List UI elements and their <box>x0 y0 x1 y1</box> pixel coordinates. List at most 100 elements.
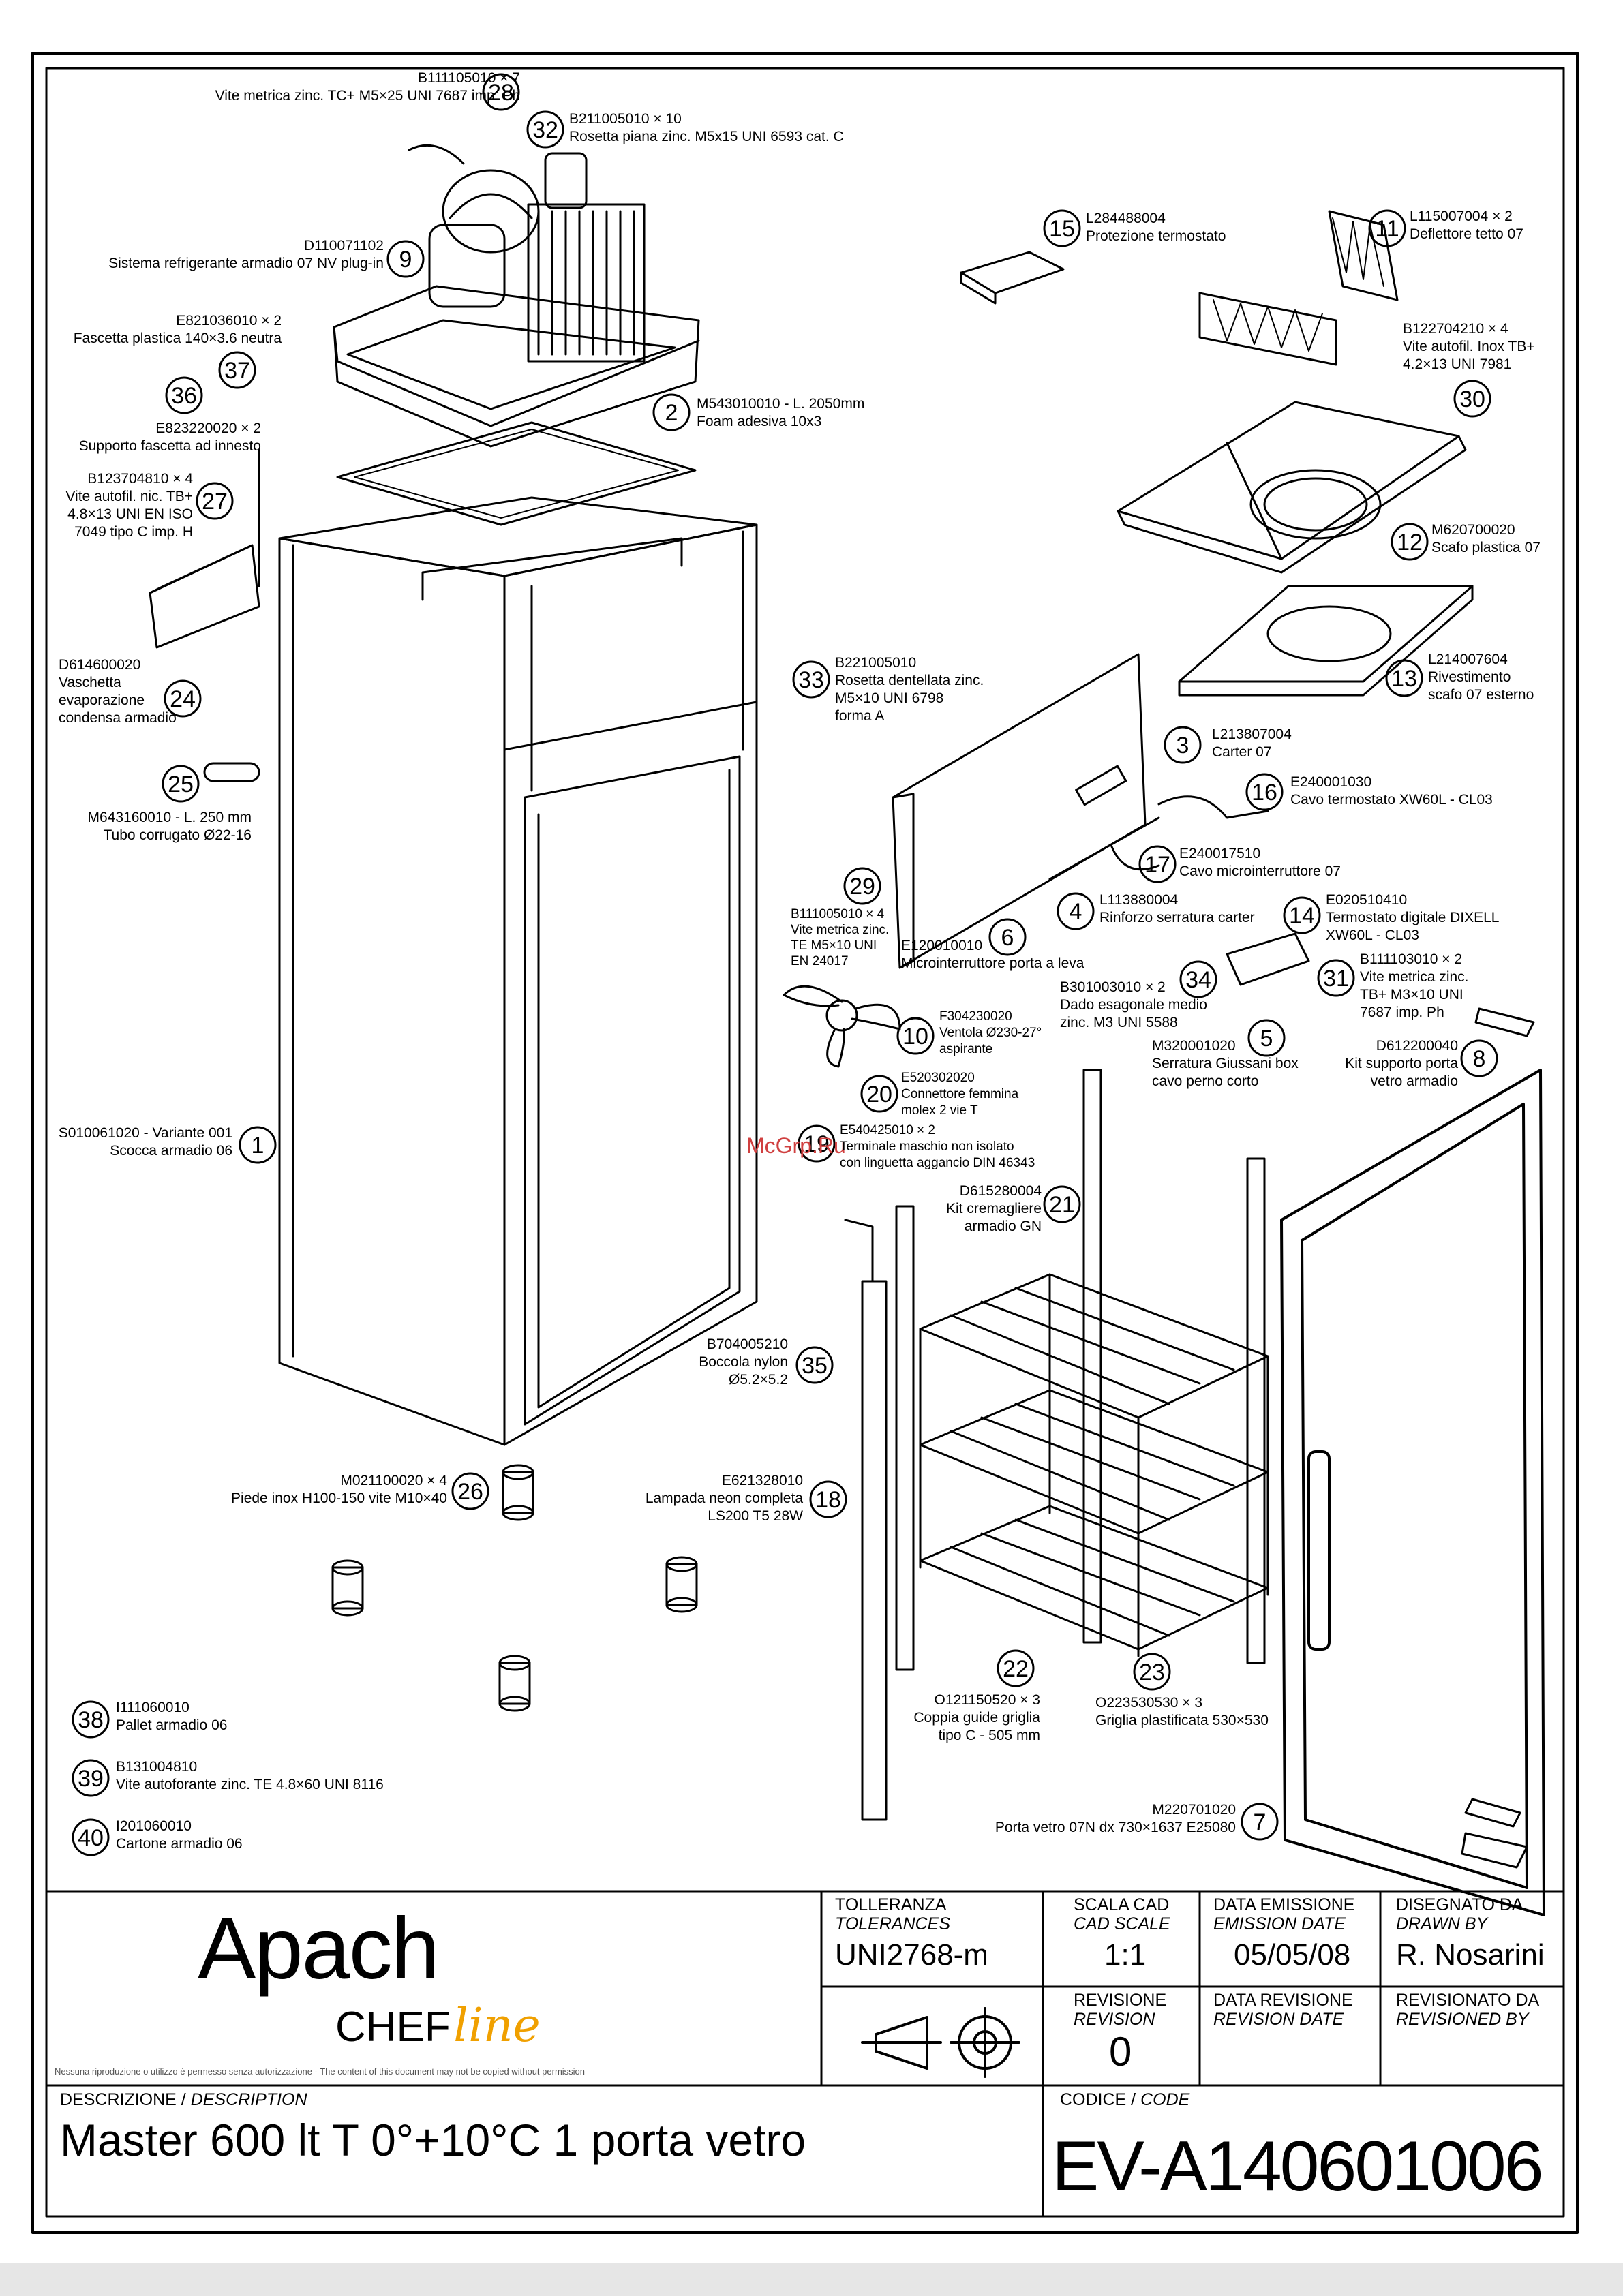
revision-value: 0 <box>1109 2029 1132 2075</box>
shelf-rack-drawing <box>919 1273 1269 1657</box>
svg-text:14: 14 <box>1289 903 1315 929</box>
svg-text:5: 5 <box>1260 1026 1273 1052</box>
svg-text:40: 40 <box>78 1825 104 1851</box>
svg-text:29: 29 <box>849 874 875 900</box>
title-block-grid <box>45 1890 1565 2218</box>
svg-text:34: 34 <box>1185 967 1211 993</box>
bottom-band <box>0 2263 1623 2296</box>
svg-text:2: 2 <box>665 400 678 426</box>
brand-sub: CHEF line <box>335 2002 541 2051</box>
svg-text:3: 3 <box>1177 733 1189 759</box>
carter-panel-drawing <box>892 653 1160 969</box>
neon-lamp-drawing <box>844 1219 888 1821</box>
scale-value: 1:1 <box>1104 1938 1147 1972</box>
svg-text:27: 27 <box>202 489 228 515</box>
watermark: McGrp.Ru <box>746 1133 846 1158</box>
svg-text:7: 7 <box>1254 1809 1266 1835</box>
rack-rail-mid <box>1082 1069 1102 1644</box>
description-value: Master 600 lt T 0°+10°C 1 porta vetro <box>60 2115 806 2165</box>
corrugated-tube-drawing <box>203 762 260 782</box>
svg-text:18: 18 <box>815 1487 841 1513</box>
svg-text:22: 22 <box>1003 1656 1029 1682</box>
brand-logo: Apach <box>198 1900 440 1997</box>
brand-script-text: line <box>453 1999 541 2053</box>
projection-symbol <box>861 2007 1020 2078</box>
svg-text:36: 36 <box>171 383 197 409</box>
svg-text:37: 37 <box>224 358 250 384</box>
thermostat-cover-drawing <box>960 251 1065 294</box>
inner-frame <box>45 67 1565 2218</box>
code-cell: CODICE / CODE EV-A140601006 <box>1052 2090 1544 2206</box>
svg-text:25: 25 <box>168 771 194 797</box>
svg-text:10: 10 <box>902 1024 928 1050</box>
svg-text:17: 17 <box>1144 852 1170 878</box>
svg-text:12: 12 <box>1397 530 1423 555</box>
tolerance-value: UNI2768-m <box>835 1938 988 1972</box>
svg-text:19: 19 <box>804 1131 830 1157</box>
svg-text:24: 24 <box>170 686 196 712</box>
code-value: EV-A140601006 <box>1052 2127 1544 2206</box>
svg-text:32: 32 <box>532 117 558 143</box>
microswitch-cable-drawing <box>1110 844 1160 871</box>
svg-text:9: 9 <box>399 247 412 273</box>
brand-sub-text: CHEF <box>335 2004 451 2051</box>
svg-text:4: 4 <box>1070 899 1082 925</box>
svg-text:1: 1 <box>252 1133 264 1159</box>
refrigeration-unit-drawing <box>333 144 700 448</box>
roof-deflector-drawing <box>1198 292 1337 366</box>
svg-text:15: 15 <box>1049 216 1075 242</box>
brand-name: Apach <box>198 1900 440 1997</box>
callout-circles <box>72 73 1498 1856</box>
svg-text:28: 28 <box>488 80 514 106</box>
svg-text:13: 13 <box>1391 666 1417 692</box>
svg-text:30: 30 <box>1459 386 1485 412</box>
svg-text:8: 8 <box>1473 1046 1486 1072</box>
outer-frame <box>31 52 1579 2234</box>
foam-gasket <box>336 421 697 526</box>
emission-date-value: 05/05/08 <box>1234 1938 1351 1972</box>
svg-text:11: 11 <box>1375 216 1399 242</box>
svg-text:39: 39 <box>78 1766 104 1792</box>
svg-text:33: 33 <box>798 667 824 693</box>
svg-text:23: 23 <box>1139 1659 1165 1685</box>
cabinet-body-drawing <box>278 496 758 1446</box>
svg-text:35: 35 <box>802 1353 828 1379</box>
svg-text:16: 16 <box>1252 780 1277 806</box>
plastic-hull-drawing <box>1117 401 1467 574</box>
glass-door-drawing <box>1280 1069 1545 1916</box>
